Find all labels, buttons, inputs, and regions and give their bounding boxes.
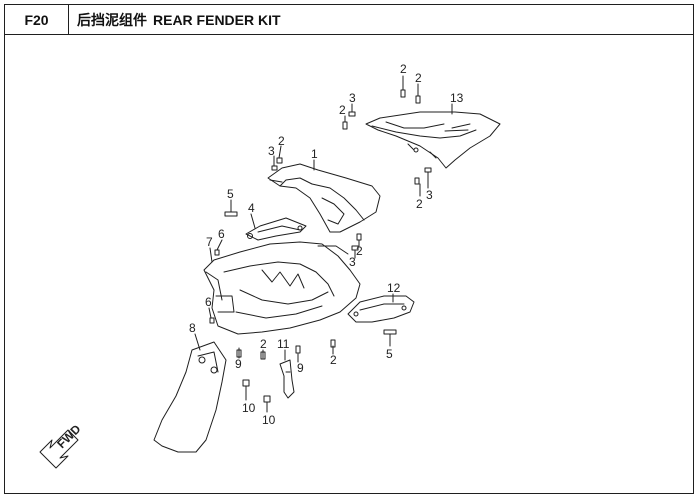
callout-3: 3: [268, 144, 275, 158]
callout-2: 2: [416, 197, 423, 211]
callout-7: 7: [206, 235, 213, 249]
part-8-mud-flap: [153, 341, 227, 453]
part-4-bracket: [245, 217, 307, 241]
callout-2: 2: [356, 244, 363, 258]
callout-9: 9: [297, 361, 304, 375]
header-bar: F20 后挡泥组件 REAR FENDER KIT: [5, 5, 693, 35]
callout-13: 13: [450, 91, 464, 105]
part-11-hanger: [279, 359, 295, 399]
part-12-side-bracket: [347, 295, 415, 323]
title-chinese: 后挡泥组件: [77, 12, 147, 29]
callout-3: 3: [349, 255, 356, 269]
callout-1: 1: [311, 147, 318, 161]
callout-10: 10: [242, 401, 256, 415]
callout-10: 10: [262, 413, 276, 427]
forward-arrow-icon: [39, 429, 79, 469]
callout-3: 3: [426, 188, 433, 202]
callout-6: 6: [205, 295, 212, 309]
callout-8: 8: [189, 321, 196, 335]
callout-2: 2: [330, 353, 337, 367]
callout-11: 11: [277, 337, 290, 351]
callout-2: 2: [400, 62, 407, 76]
callout-2: 2: [415, 71, 422, 85]
part-1-rear-fender-upper: [267, 163, 381, 233]
callout-5: 5: [227, 187, 234, 201]
part-13-tail-cover: [365, 111, 501, 169]
callout-2: 2: [260, 337, 267, 351]
callout-9: 9: [235, 357, 242, 371]
callout-5: 5: [386, 347, 393, 361]
section-code: F20: [5, 5, 69, 34]
callout-3: 3: [349, 91, 356, 105]
callout-6: 6: [218, 227, 225, 241]
section-title: 后挡泥组件 REAR FENDER KIT: [77, 5, 687, 34]
leader-lines: [194, 75, 453, 413]
diagram-frame: F20 后挡泥组件 REAR FENDER KIT: [4, 4, 694, 494]
title-english: REAR FENDER KIT: [153, 11, 281, 28]
part-7-main-rear-fender: [203, 241, 361, 335]
callout-numbers: 2 2 13 3 2 2 3 1 3 2 5 4 6 7 2 3 12 6 8 …: [189, 62, 464, 427]
fasteners: [209, 89, 432, 403]
callout-2: 2: [278, 134, 285, 148]
callout-2: 2: [339, 103, 346, 117]
callout-12: 12: [387, 281, 401, 295]
callout-4: 4: [248, 201, 255, 215]
